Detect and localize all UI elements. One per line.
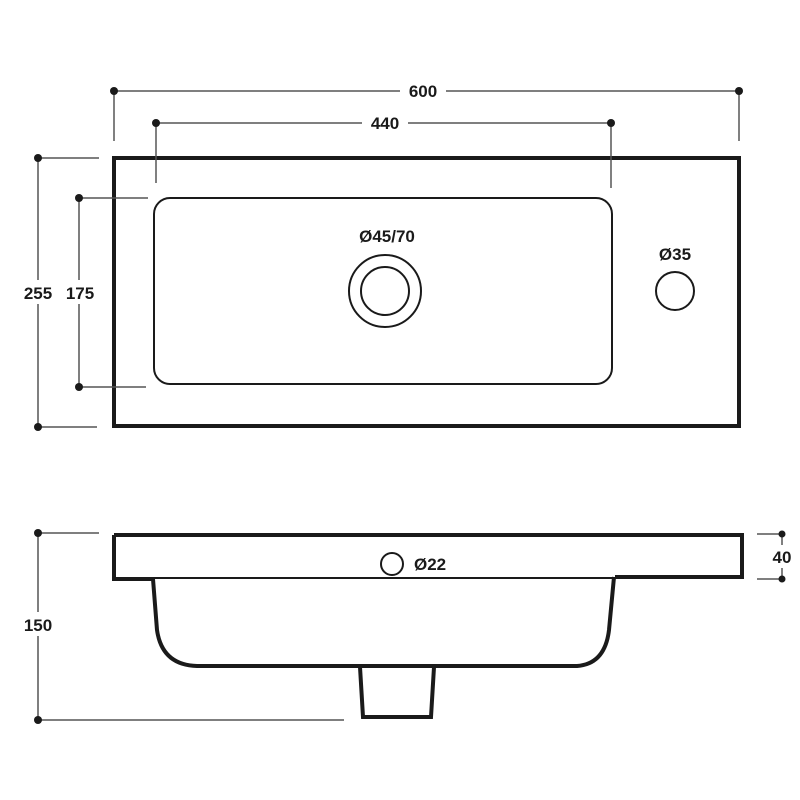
tap-hole-circle bbox=[655, 271, 695, 311]
dimension-deck-thickness: 40 bbox=[757, 530, 792, 583]
drain-inner-circle bbox=[360, 266, 410, 316]
side-view-deck-outline bbox=[112, 533, 744, 581]
overall-depth-label: 255 bbox=[24, 284, 52, 303]
dimension-overall-depth: 255 bbox=[20, 154, 99, 431]
drain-diameter-label: Ø45/70 bbox=[359, 227, 415, 246]
overflow-diameter-label: Ø22 bbox=[414, 555, 446, 574]
deck-thickness-label: 40 bbox=[773, 548, 792, 567]
overall-width-label: 600 bbox=[409, 82, 437, 101]
dimension-overall-height: 150 bbox=[20, 529, 344, 724]
top-view: Ø45/70 Ø35 600 440 bbox=[20, 80, 743, 431]
tap-hole-diameter-label: Ø35 bbox=[659, 245, 691, 264]
side-view-waste-outlet bbox=[358, 666, 436, 719]
side-view: Ø22 150 40 bbox=[20, 529, 791, 724]
dimension-overall-width: 600 bbox=[110, 80, 743, 141]
top-view-outer-outline bbox=[112, 156, 741, 428]
top-view-basin-outline bbox=[153, 197, 613, 385]
basin-depth-label: 175 bbox=[66, 284, 94, 303]
dimension-basin-width: 440 bbox=[152, 112, 615, 188]
basin-width-label: 440 bbox=[371, 114, 399, 133]
dimension-basin-depth: 175 bbox=[62, 194, 148, 391]
overflow-hole-circle bbox=[380, 552, 404, 576]
side-view-bowl-outline bbox=[151, 576, 616, 668]
overall-height-label: 150 bbox=[24, 616, 52, 635]
drain-outer-circle bbox=[348, 254, 422, 328]
